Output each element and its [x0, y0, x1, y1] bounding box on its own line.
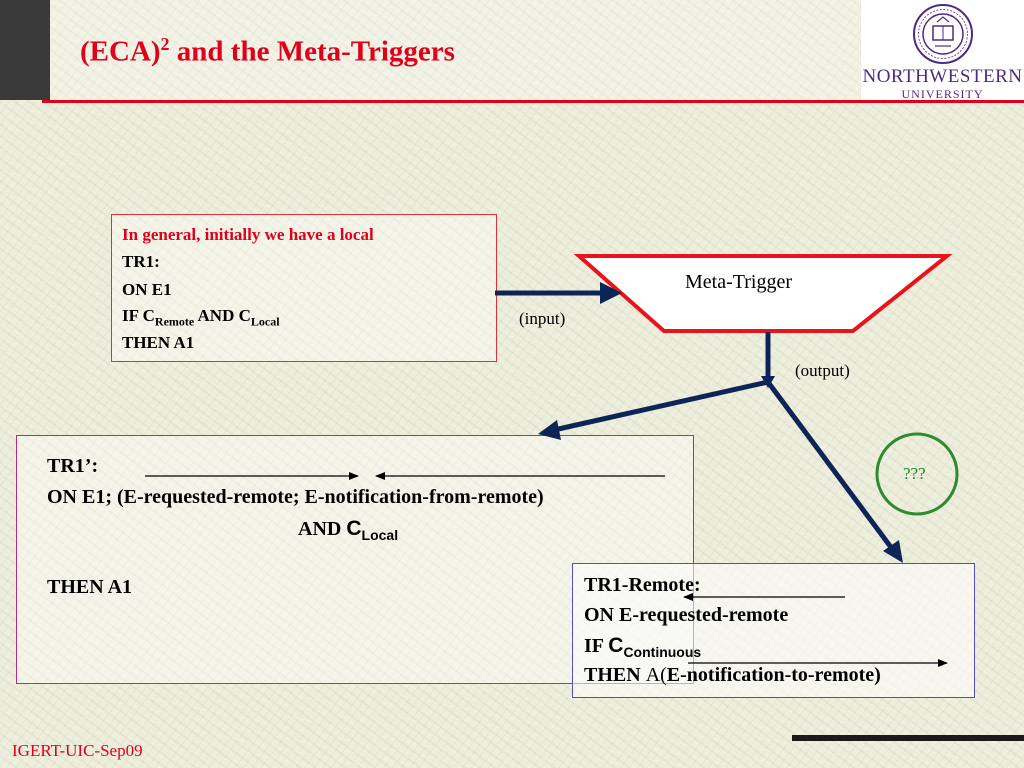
box2-and-c: C [346, 517, 362, 540]
box1-intro: In general, initially we have a local [122, 225, 374, 244]
logo-name: NORTHWESTERN [862, 66, 1023, 87]
box1-if-sub-local: Local [250, 314, 280, 329]
title-underline [42, 100, 1024, 103]
university-seal-icon [913, 4, 973, 64]
box3-if-pre: IF [584, 635, 609, 657]
box1-then: THEN A1 [122, 333, 195, 352]
left-dark-bar [0, 0, 50, 100]
box3-title: TR1-Remote: [584, 574, 701, 596]
box1-if-mid: AND C [194, 306, 251, 325]
box3-then-pre: THEN [584, 664, 646, 686]
box3-if-c: C [608, 634, 624, 657]
box1-if-sub-remote: Remote [154, 314, 195, 329]
footer-bar [792, 735, 1024, 741]
logo-subname: UNIVERSITY [901, 87, 984, 101]
remote-trigger-box [572, 563, 975, 698]
slide-title: (ECA)2 and the Meta-Triggers [80, 34, 455, 69]
box2-then: THEN A1 [47, 576, 133, 598]
box2-and: AND CLocal [298, 517, 398, 543]
box3-then-main: E-notification-to-remote [666, 664, 875, 686]
northwestern-logo: NORTHWESTERN UNIVERSITY [861, 0, 1024, 101]
meta-trigger-label: Meta-Trigger [685, 271, 793, 293]
box3-if: IF CContinuous [584, 634, 701, 660]
box1-if: IF CRemote AND CLocal [122, 306, 280, 329]
title-rest: and the Meta-Triggers [169, 35, 455, 68]
box3-then: THEN A(E-notification-to-remote) [584, 664, 881, 687]
box2-tr1-prime: TR1’: [47, 455, 99, 477]
box2-on: ON E1; (E-requested-remote; E-notificati… [47, 486, 544, 508]
title-main: (ECA) [80, 35, 161, 68]
meta-trigger-shape [573, 254, 953, 333]
box3-if-sub: Continuous [623, 644, 702, 660]
unknown-label: ??? [903, 464, 926, 483]
input-label: (input) [519, 309, 566, 328]
box2-and-pre: AND [298, 518, 347, 540]
local-trigger-box [111, 214, 497, 362]
title-band [50, 0, 860, 100]
title-superscript: 2 [160, 34, 170, 54]
box1-tr1: TR1: [122, 252, 160, 271]
box1-if-pre: IF C [122, 306, 155, 325]
box3-then-a: A( [645, 664, 667, 686]
branch-arrow-to-rewritten-trigger [538, 379, 769, 440]
slide-footer: IGERT-UIC-Sep09 [12, 741, 143, 760]
box2-and-sub: Local [361, 527, 399, 543]
output-label: (output) [795, 361, 850, 380]
box3-on: ON E-requested-remote [584, 604, 789, 626]
unknown-circle [875, 432, 959, 516]
box1-on: ON E1 [122, 280, 172, 299]
box3-then-end: ) [874, 664, 881, 686]
input-arrow [495, 282, 622, 304]
branch-arrow-to-remote-trigger [765, 380, 903, 563]
